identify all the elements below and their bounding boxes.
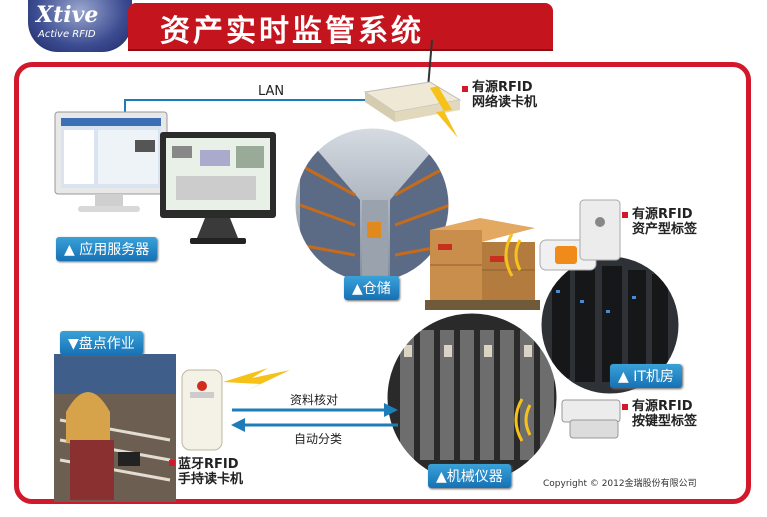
server-monitor-icon xyxy=(54,111,168,212)
logo xyxy=(28,0,132,52)
network-reader-label-line1: 有源RFID xyxy=(472,80,533,95)
signal-bolt-icon xyxy=(223,368,290,392)
signal-waves-icon xyxy=(504,233,532,442)
reader-antenna xyxy=(427,39,433,89)
bullet xyxy=(622,404,628,410)
button-tag-label-line1: 有源RFID xyxy=(632,399,693,414)
it-room-label: ▲ IT机房 xyxy=(610,364,682,388)
button-tag-label: 有源RFID 按键型标签 xyxy=(632,399,697,429)
asset-tag-label-line2: 资产型标签 xyxy=(632,222,698,237)
button-tag-label-line2: 按键型标签 xyxy=(632,414,698,429)
button-tag-device-icon xyxy=(561,399,621,439)
data-check-arrow xyxy=(232,403,398,417)
cargo-boxes-icon xyxy=(425,218,540,310)
data-check-label: 资料核对 xyxy=(290,393,339,407)
network-reader-label: 有源RFID 网络读卡机 xyxy=(472,80,537,110)
bullet xyxy=(622,212,628,218)
logo-text: Xtive xyxy=(36,2,99,28)
asset-tag-device-icon xyxy=(539,199,621,271)
asset-tag-label-line1: 有源RFID xyxy=(632,207,693,222)
inventory-photo xyxy=(54,354,176,502)
auto-sort-label: 自动分类 xyxy=(294,432,343,446)
page-title: 资产实时监管系统 xyxy=(160,14,424,49)
auto-sort-arrow xyxy=(231,418,398,432)
asset-tag-label: 有源RFID 资产型标签 xyxy=(632,207,697,237)
bullet xyxy=(462,86,468,92)
handheld-reader-label: 蓝牙RFID 手持读卡机 xyxy=(178,457,243,487)
warehouse-photo xyxy=(294,127,450,283)
title-bar xyxy=(128,3,553,49)
server-label: ▲ 应用服务器 xyxy=(56,237,158,261)
inventory-label: ▼盘点作业 xyxy=(60,331,143,355)
signal-bolt-icon xyxy=(430,86,458,138)
machinery-label: ▲机械仪器 xyxy=(428,464,511,488)
copyright: Copyright © 2012金瑞股份有限公司 xyxy=(543,479,697,489)
machinery-photo xyxy=(386,312,558,484)
handheld-reader-label-line2: 手持读卡机 xyxy=(178,472,244,487)
logo-subtext: Active RFID xyxy=(38,29,96,40)
lan-label: LAN xyxy=(258,84,285,99)
handheld-reader-label-line1: 蓝牙RFID xyxy=(178,457,239,472)
bullet xyxy=(169,460,175,466)
warehouse-label: ▲仓储 xyxy=(344,276,399,300)
handheld-reader-icon xyxy=(181,369,223,451)
network-reader-label-line2: 网络读卡机 xyxy=(472,95,538,110)
dashboard-monitor-icon xyxy=(160,132,276,244)
